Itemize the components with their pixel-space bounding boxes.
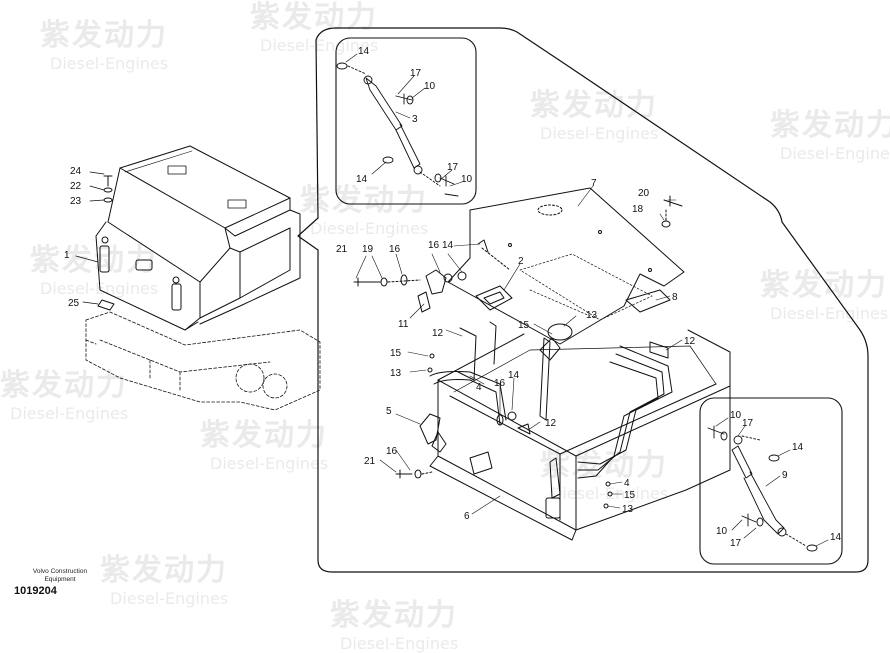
callout-14: 14 bbox=[508, 370, 520, 381]
callout-5: 5 bbox=[386, 406, 392, 417]
gas-spring-right bbox=[707, 425, 818, 552]
callout-7: 7 bbox=[591, 178, 597, 189]
callout-4: 4 bbox=[476, 382, 482, 393]
callout-13: 13 bbox=[390, 368, 402, 379]
callout-8: 8 bbox=[672, 292, 678, 303]
callout-15: 15 bbox=[624, 490, 636, 501]
callout-11: 11 bbox=[398, 319, 409, 330]
callout-3: 3 bbox=[412, 114, 418, 125]
overview-assembly bbox=[85, 145, 321, 411]
callout-6: 6 bbox=[464, 511, 470, 522]
callout-18: 18 bbox=[632, 204, 644, 215]
callout-13: 13 bbox=[622, 504, 634, 515]
callout-9: 9 bbox=[782, 470, 788, 481]
callout-16: 16 bbox=[428, 240, 440, 251]
gas-spring-top bbox=[336, 62, 459, 197]
callout-16: 16 bbox=[494, 378, 506, 389]
callout-21: 21 bbox=[364, 456, 376, 467]
callout-14: 14 bbox=[442, 240, 454, 251]
callout-10: 10 bbox=[461, 174, 473, 185]
callout-14: 14 bbox=[356, 174, 368, 185]
callout-15: 15 bbox=[518, 320, 530, 331]
extra-callouts bbox=[0, 0, 890, 629]
callout-21: 21 bbox=[336, 244, 348, 255]
inset-gas-spring-top bbox=[335, 37, 477, 205]
maker-line-2: Equipment bbox=[44, 576, 76, 583]
callout-22: 22 bbox=[70, 181, 82, 192]
maker-line-1: Volvo Construction bbox=[32, 568, 88, 575]
callout-labels: 24 22 23 1 25 14 17 10 3 14 17 10 7 20 1… bbox=[64, 46, 842, 549]
callout-14: 14 bbox=[830, 532, 842, 543]
inset-gas-spring-right bbox=[699, 397, 843, 565]
callout-25: 25 bbox=[68, 298, 80, 309]
callout-1: 1 bbox=[64, 250, 70, 261]
main-assembly bbox=[353, 187, 731, 541]
detail-bubble-outline bbox=[297, 27, 869, 573]
callout-16: 16 bbox=[389, 244, 401, 255]
callout-14: 14 bbox=[358, 46, 370, 57]
manufacturer-label: Volvo Construction Equipment bbox=[16, 568, 104, 584]
callout-15: 15 bbox=[390, 348, 402, 359]
callout-10: 10 bbox=[730, 410, 742, 421]
callout-17: 17 bbox=[730, 538, 742, 549]
callout-12: 12 bbox=[545, 418, 557, 429]
callout-16: 16 bbox=[386, 446, 398, 457]
drawing-number: 1019204 bbox=[14, 585, 57, 597]
callout-2: 2 bbox=[518, 256, 524, 267]
callout-23: 23 bbox=[70, 196, 82, 207]
callout-10: 10 bbox=[424, 81, 436, 92]
callout-13: 13 bbox=[586, 310, 598, 321]
callout-10: 10 bbox=[716, 526, 728, 537]
callout-17: 17 bbox=[447, 162, 459, 173]
parts-diagram: 24 22 23 1 25 14 17 10 3 14 17 10 7 20 1… bbox=[64, 27, 869, 573]
callout-14: 14 bbox=[792, 442, 804, 453]
callout-19: 19 bbox=[362, 244, 374, 255]
callout-24: 24 bbox=[70, 166, 82, 177]
callout-17: 17 bbox=[742, 418, 754, 429]
callout-4: 4 bbox=[624, 478, 630, 489]
callout-12: 12 bbox=[432, 328, 444, 339]
callout-20: 20 bbox=[638, 188, 650, 199]
callout-17: 17 bbox=[410, 68, 422, 79]
callout-12: 12 bbox=[684, 336, 696, 347]
